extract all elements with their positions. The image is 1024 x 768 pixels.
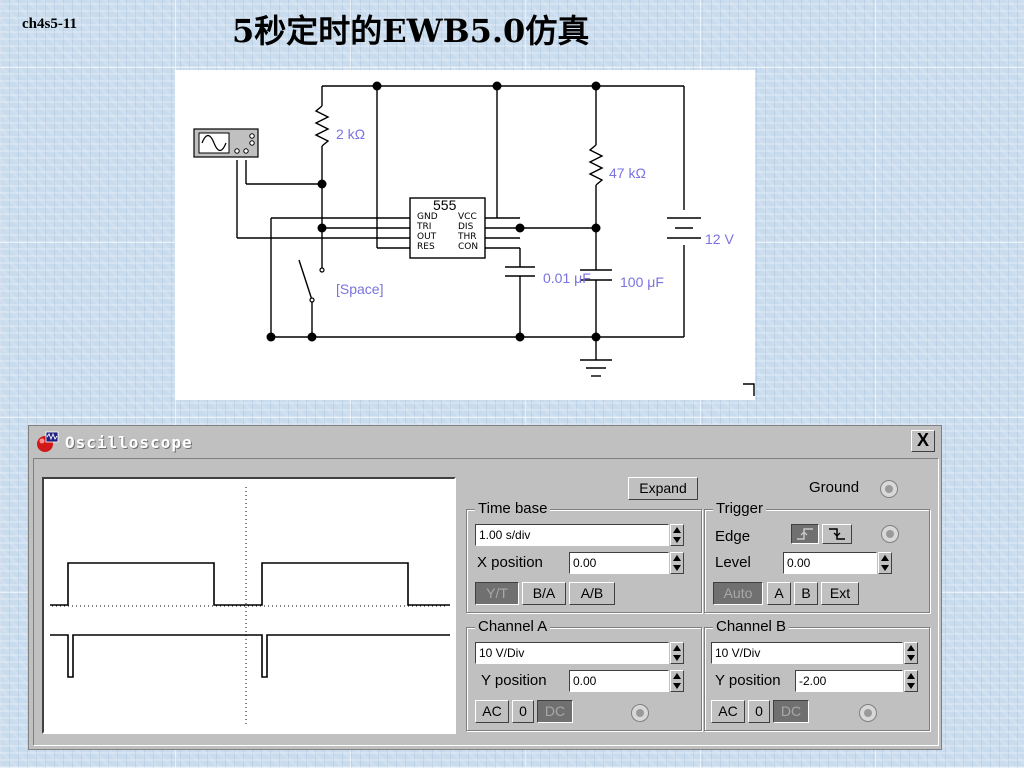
channel-a-trace (50, 562, 450, 606)
channel-b-dc-button[interactable]: DC (773, 700, 809, 723)
channel-b-ac-button[interactable]: AC (711, 700, 745, 723)
rising-edge-icon (797, 528, 813, 540)
chip-pin-con: CON (458, 242, 479, 252)
trigger-title: Trigger (713, 500, 766, 518)
waveform-display (50, 487, 450, 724)
mode-ba-button[interactable]: B/A (522, 582, 566, 605)
channel-a-title: Channel A (475, 618, 551, 636)
slide-id-label: ch4s5-11 (22, 16, 78, 32)
trigger-level-field[interactable]: 0.00 (783, 552, 877, 574)
chip-pin-tri: TRI (417, 222, 432, 232)
channel-b-trace (50, 634, 450, 678)
switch-key-label: [Space] (336, 281, 384, 297)
close-button[interactable]: X (911, 430, 935, 452)
channel-a-zero-button[interactable]: 0 (512, 700, 534, 723)
supply-voltage-label: 12 V (705, 231, 734, 247)
slide-title: 5秒定时的EWB5.0仿真 (232, 12, 590, 50)
trigger-group: Trigger Edge Level 0.00 Auto A B Ext (704, 500, 930, 613)
falling-edge-button[interactable] (822, 524, 852, 544)
channel-a-scale-field[interactable]: 10 V/Div (475, 642, 669, 664)
oscilloscope-screen (42, 477, 456, 734)
x-position-spinner[interactable] (670, 552, 684, 574)
ground-terminal[interactable] (880, 480, 898, 498)
trigger-auto-button[interactable]: Auto (713, 582, 763, 605)
channel-a-group: Channel A 10 V/Div Y position 0.00 AC 0 … (466, 618, 702, 731)
chip-pin-dis: DIS (458, 222, 474, 232)
oscilloscope-symbol-icon[interactable] (193, 128, 263, 160)
channel-a-y-position-field[interactable]: 0.00 (569, 670, 669, 692)
oscilloscope-window[interactable]: Oscilloscope X Expand Ground Time base 1… (28, 425, 942, 750)
capacitor-small-label: 0.01 μF (543, 270, 591, 286)
trigger-b-button[interactable]: B (794, 582, 818, 605)
rising-edge-button[interactable] (791, 524, 819, 544)
falling-edge-icon (829, 528, 845, 540)
mode-yt-button[interactable]: Y/T (475, 582, 519, 605)
oscilloscope-title: Oscilloscope (65, 433, 193, 452)
chip-pin-res: RES (417, 242, 435, 252)
oscilloscope-titlebar[interactable]: Oscilloscope X (31, 428, 939, 456)
capacitor-large-label: 100 μF (620, 274, 664, 290)
trigger-level-spinner[interactable] (878, 552, 892, 574)
chip-pin-thr: THR (458, 232, 477, 242)
channel-a-y-position-spinner[interactable] (670, 670, 684, 692)
ground-label: Ground (809, 479, 860, 496)
x-position-field[interactable]: 0.00 (569, 552, 669, 574)
chip-pin-out: OUT (417, 232, 437, 242)
channel-a-terminal[interactable] (631, 704, 649, 722)
time-base-group: Time base 1.00 s/div X position 0.00 Y/T… (466, 500, 702, 613)
trigger-ext-button[interactable]: Ext (821, 582, 859, 605)
edge-label: Edge (715, 528, 751, 545)
channel-a-dc-button[interactable]: DC (537, 700, 573, 723)
time-base-title: Time base (475, 500, 551, 518)
channel-b-terminal[interactable] (859, 704, 877, 722)
channel-b-y-position-spinner[interactable] (904, 670, 918, 692)
channel-b-group: Channel B 10 V/Div Y position -2.00 AC 0… (704, 618, 930, 731)
time-base-scale-spinner[interactable] (670, 524, 684, 546)
resistor-2k-label: 2 kΩ (336, 126, 366, 142)
time-base-scale-field[interactable]: 1.00 s/div (475, 524, 669, 546)
oscilloscope-panel: Expand Ground Time base 1.00 s/div X pos… (33, 458, 939, 746)
channel-b-title: Channel B (713, 618, 790, 636)
chip-pin-gnd: GND (417, 212, 438, 222)
mode-ab-button[interactable]: A/B (569, 582, 615, 605)
resistor-47k-label: 47 kΩ (609, 165, 646, 181)
x-position-label: X position (477, 554, 543, 571)
channel-b-scale-spinner[interactable] (904, 642, 918, 664)
circuit-wires (236, 81, 755, 396)
channel-b-y-position-field[interactable]: -2.00 (795, 670, 903, 692)
channel-a-scale-spinner[interactable] (670, 642, 684, 664)
channel-a-ac-button[interactable]: AC (475, 700, 509, 723)
chip-name-label: 555 (433, 197, 457, 213)
trigger-terminal[interactable] (881, 525, 899, 543)
circuit-schematic[interactable]: 555 GND TRI OUT RES VCC DIS THR CON 2 kΩ… (175, 70, 755, 400)
channel-b-zero-button[interactable]: 0 (748, 700, 770, 723)
chip-pin-vcc: VCC (458, 212, 477, 222)
channel-b-scale-field[interactable]: 10 V/Div (711, 642, 903, 664)
level-label: Level (715, 554, 751, 571)
channel-b-y-position-label: Y position (715, 672, 781, 689)
channel-a-y-position-label: Y position (481, 672, 547, 689)
trigger-a-button[interactable]: A (767, 582, 791, 605)
expand-button[interactable]: Expand (628, 477, 698, 500)
app-icon (37, 431, 59, 452)
